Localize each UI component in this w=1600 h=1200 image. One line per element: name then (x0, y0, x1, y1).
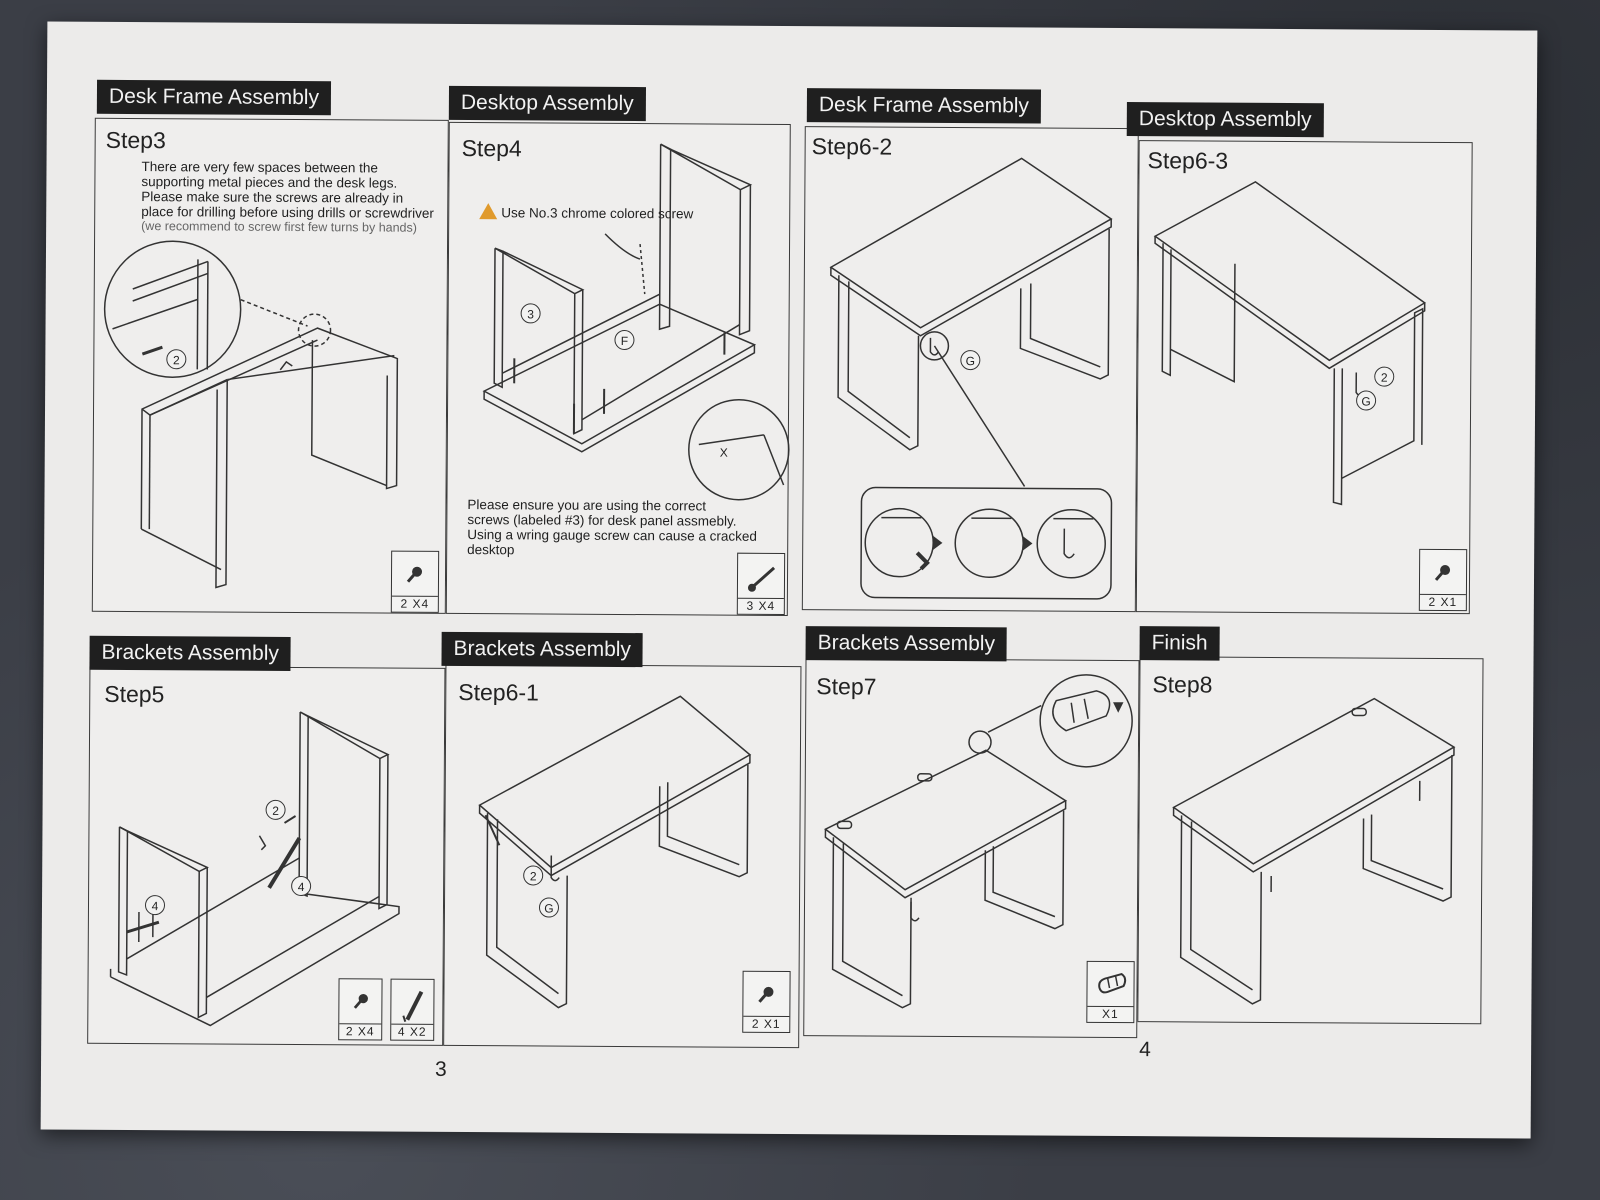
quantity-label: 2 X4 (339, 1023, 382, 1040)
step-label: Step5 (104, 680, 165, 708)
desk-drawing (458, 695, 800, 1027)
section-header: Brackets Assembly (89, 635, 292, 671)
callout-G: G (1356, 390, 1377, 411)
detail-magnifier (104, 241, 241, 378)
quantity-label: 2 X4 (391, 595, 438, 612)
section-header: Finish (1139, 626, 1220, 661)
page-number-right: 4 (1139, 1038, 1151, 1062)
callout-F: F (614, 329, 635, 351)
callout-4: 4 (291, 875, 312, 897)
quantity-box: 2 X1 (1418, 548, 1468, 612)
section-header: Desktop Assembly (1126, 102, 1324, 138)
panel-step6-3: Step6-3 2 G 2 X1 (1135, 140, 1473, 615)
long-screw-icon (747, 566, 776, 592)
panel-step6-1: Step6-1 2 G 2 X1 (443, 663, 802, 1049)
bracket-drawing (98, 707, 440, 1039)
callout-X: X (719, 445, 728, 460)
page-number-left: 3 (434, 1057, 447, 1081)
detail-magnifier (1040, 675, 1133, 768)
quantity-label: 3 X4 (737, 597, 784, 614)
quantity-box: 2 X4 (338, 978, 383, 1041)
section-header: Brackets Assembly (441, 631, 644, 668)
quantity-label: 2 X1 (743, 1015, 790, 1033)
detail-magnifier (688, 399, 789, 500)
quantity-label: 2 X1 (1419, 593, 1466, 611)
callout-G: G (538, 897, 560, 918)
section-header: Desktop Assembly (448, 85, 646, 122)
desk-drawing (1143, 181, 1455, 523)
quantity-box: 4 X2 (390, 978, 435, 1041)
screw-icon (406, 566, 423, 583)
desk-frame-drawing (101, 229, 443, 611)
panel-step5: Step5 2 4 4 2 X4 4 X2 (87, 665, 446, 1046)
step-label: Step3 (105, 126, 166, 154)
panel-step6-2: Step6-2 G (801, 126, 1139, 613)
callout-4: 4 (144, 895, 166, 916)
callout-G: G (960, 350, 981, 371)
note-line: desktop (467, 542, 515, 558)
quantity-box: 2 X1 (742, 970, 791, 1034)
callout-2: 2 (265, 799, 286, 820)
desk-drawing (814, 669, 1146, 1011)
quantity-box: 3 X4 (736, 552, 786, 615)
screw-icon (353, 993, 368, 1009)
instruction-sheet: Step3 There are very few spaces between … (40, 21, 1538, 1139)
quantity-box: 2 X4 (390, 550, 440, 613)
screw-icon (1434, 565, 1451, 581)
step-label: Step6-3 (1147, 147, 1229, 174)
desk-drawing (1152, 687, 1474, 1009)
step3-note: There are very few spaces between the su… (141, 159, 447, 236)
desk-drawing (809, 147, 1132, 609)
callout-2: 2 (1374, 366, 1395, 387)
quantity-label: 4 X2 (391, 1023, 434, 1040)
section-header: Brackets Assembly (805, 626, 1008, 662)
callout-2: 2 (166, 349, 187, 370)
quantity-label: X1 (1087, 1005, 1134, 1023)
step4-note: Please ensure you are using the correct … (467, 497, 777, 559)
panel-step7: Step7 X1 (803, 658, 1140, 1039)
callout-2: 2 (523, 865, 544, 886)
screw-icon (758, 986, 774, 1003)
desktop-drawing (454, 133, 786, 465)
section-header: Desk Frame Assembly (96, 79, 332, 116)
section-header: Desk Frame Assembly (806, 88, 1042, 124)
cable-clip-icon (1098, 972, 1127, 994)
panel-step8: Step8 (1137, 656, 1484, 1025)
quantity-box: X1 (1086, 960, 1135, 1024)
long-screw-icon (402, 990, 424, 1022)
panel-step4: Step4 Use No.3 chrome colored screw 3 F (445, 121, 791, 616)
callout-3: 3 (520, 303, 541, 324)
panel-step3: Step3 There are very few spaces between … (91, 117, 449, 614)
